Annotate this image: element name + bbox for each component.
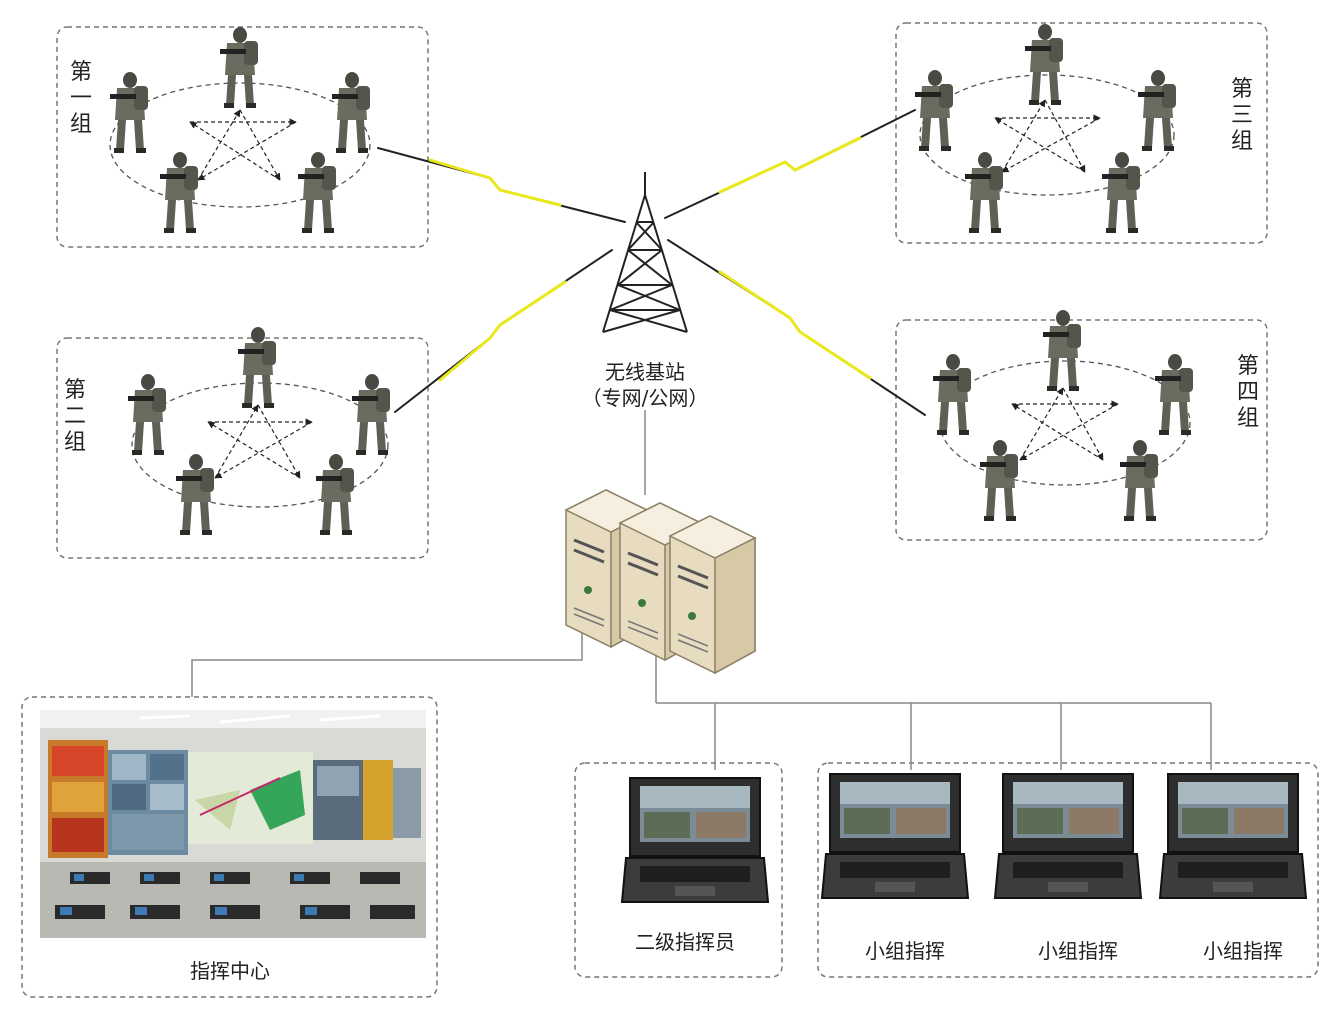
soldier-icon bbox=[933, 354, 971, 435]
radio-tower-icon bbox=[602, 172, 688, 333]
soldier-icon bbox=[1155, 354, 1193, 435]
soldier-icon bbox=[980, 440, 1018, 521]
group-1-box bbox=[56, 26, 429, 248]
command-center-photo bbox=[40, 710, 426, 938]
laptop-icon bbox=[821, 773, 969, 899]
team-commander-label-3: 小组指挥 bbox=[1203, 939, 1283, 963]
soldier-icon bbox=[332, 72, 370, 153]
team-commander-label-1: 小组指挥 bbox=[865, 939, 945, 963]
command-center-label: 指挥中心 bbox=[190, 959, 270, 983]
group-1-label: 第一组 bbox=[69, 60, 92, 137]
group-1-formation bbox=[109, 27, 371, 233]
team-commanders-box bbox=[817, 762, 1319, 978]
soldier-icon bbox=[965, 152, 1003, 233]
soldier-icon bbox=[128, 374, 166, 455]
group-2-formation bbox=[128, 327, 390, 535]
group-3-label: 第三组 bbox=[1230, 77, 1253, 154]
group-2-label: 第二组 bbox=[63, 378, 86, 455]
laptop-icon bbox=[1159, 773, 1307, 899]
laptop-icon bbox=[621, 777, 769, 903]
soldier-icon bbox=[298, 152, 336, 233]
group-4-formation bbox=[933, 310, 1193, 521]
server-cluster-icon bbox=[564, 488, 757, 675]
soldier-icon bbox=[160, 152, 198, 233]
tower-network-label: （专网/公网） bbox=[581, 386, 709, 410]
soldier-icon bbox=[316, 454, 354, 535]
group-2-box bbox=[56, 337, 429, 559]
team-commander-label-2: 小组指挥 bbox=[1038, 939, 1118, 963]
secondary-commander-label: 二级指挥员 bbox=[635, 930, 735, 954]
soldier-icon bbox=[1043, 310, 1081, 391]
secondary-commander-box bbox=[574, 762, 783, 978]
soldier-icon bbox=[238, 327, 276, 408]
laptop-icon bbox=[994, 773, 1142, 899]
soldier-icon bbox=[1102, 152, 1140, 233]
wireless-links bbox=[377, 109, 926, 416]
soldier-icon bbox=[110, 72, 148, 153]
tower-label: 无线基站 bbox=[605, 360, 685, 384]
group-3-box bbox=[895, 22, 1268, 244]
soldier-icon bbox=[176, 454, 214, 535]
soldier-icon bbox=[1120, 440, 1158, 521]
group-3-formation bbox=[915, 24, 1176, 233]
soldier-icon bbox=[1025, 24, 1063, 105]
group-4-box bbox=[895, 319, 1268, 541]
soldier-icon bbox=[220, 27, 258, 108]
group-4-label: 第四组 bbox=[1236, 354, 1259, 431]
soldier-icon bbox=[352, 374, 390, 455]
command-center-box bbox=[21, 696, 438, 998]
soldier-icon bbox=[1138, 70, 1176, 151]
wired-links bbox=[191, 410, 1212, 770]
